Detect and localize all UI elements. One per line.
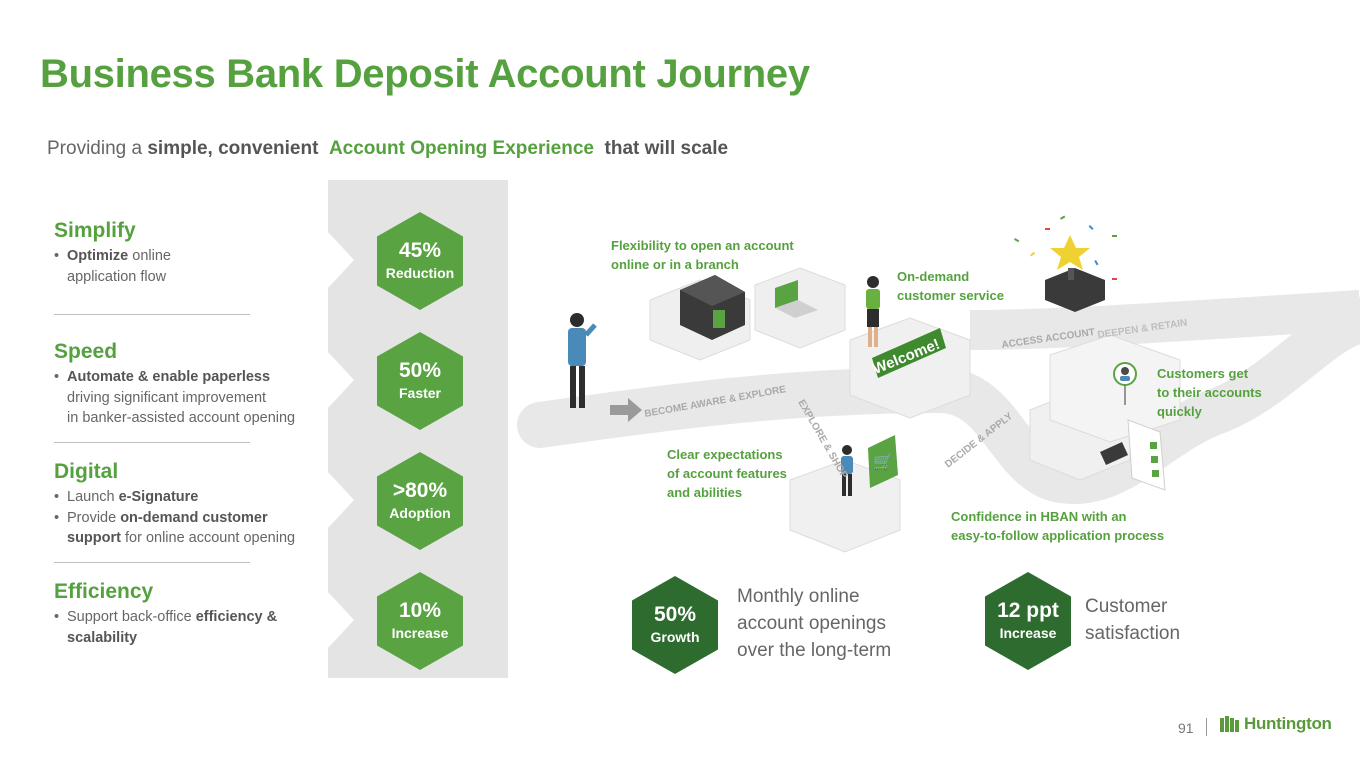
svg-text:🛒: 🛒 (873, 452, 893, 471)
section-heading-digital: Digital (54, 460, 119, 483)
metric-hex-speed: 50%Faster (377, 332, 463, 430)
section-heading-efficiency: Efficiency (54, 580, 154, 603)
bullet-item: Launch e-Signature (54, 487, 295, 508)
divider (54, 562, 250, 563)
journey-illustration: Welcome! 🛒 BECOME AWARE (508, 180, 1360, 580)
divider (54, 314, 250, 315)
section-heading-speed: Speed (54, 340, 118, 363)
person-center (866, 276, 880, 347)
subtitle-prefix: Providing a (47, 138, 148, 159)
page-subtitle: Providing a simple, convenient Account O… (47, 138, 728, 160)
digital-bullets: Launch e-Signature Provide on-demand cus… (54, 487, 295, 549)
metric-hex-simplify: 45%Reduction (377, 212, 463, 310)
section-heading-simplify: Simplify (54, 219, 136, 242)
huntington-logo: Huntington (1220, 714, 1332, 734)
stat-hex-growth: 50%Growth (632, 576, 718, 674)
efficiency-bullets: Support back-office efficiency &scalabil… (54, 607, 277, 648)
subtitle-bold-2: that will scale (604, 138, 729, 159)
bullet-item: Support back-office efficiency &scalabil… (54, 607, 277, 648)
person-shopper (841, 445, 853, 496)
pillar-chevrons (328, 232, 354, 648)
page-number: 91 (1178, 720, 1194, 736)
huntington-logo-text: Huntington (1244, 714, 1332, 733)
page-title: Business Bank Deposit Account Journey (40, 52, 810, 96)
subtitle-highlight: Account Opening Experience (328, 138, 594, 159)
person-left (568, 313, 597, 408)
subtitle-bold-1: simple, convenient (147, 138, 319, 159)
footer-divider (1206, 718, 1207, 736)
huntington-logo-icon (1220, 716, 1239, 732)
divider (54, 442, 250, 443)
